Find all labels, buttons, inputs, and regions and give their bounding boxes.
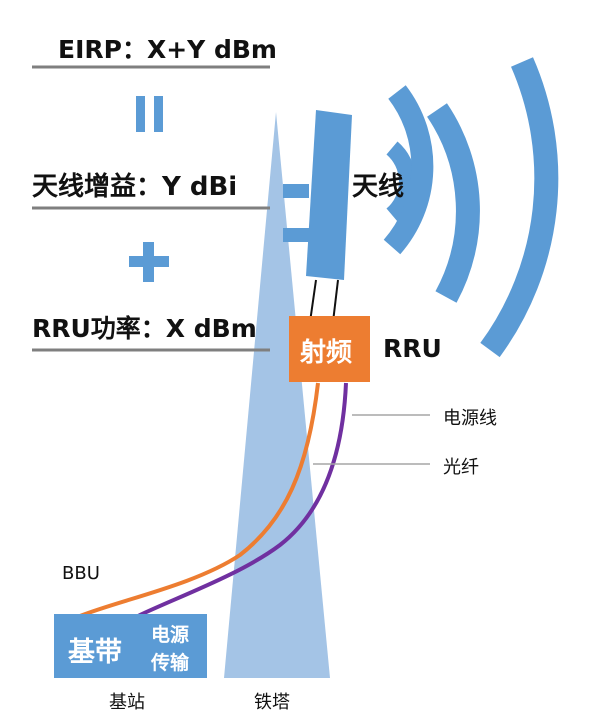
bbu-label: BBU [62,563,100,584]
baseband-box-main: 基带 [68,637,122,668]
rru-box [289,316,370,382]
power-cable-label: 电源线 [443,408,497,429]
rru-box-text: 射频 [300,338,353,368]
fiber-cable-label: 光纤 [443,457,479,478]
baseband-box-transmission: 传输 [151,652,190,674]
rru-label: RRU [383,334,442,363]
signal-waves-icon [383,57,559,358]
rru-power-formula: RRU功率：X dBm [32,314,257,343]
eirp-formula: EIRP：X+Y dBm [58,35,277,64]
plus-sign-icon [129,242,169,282]
tower-shape [224,112,330,678]
antenna-icon [283,110,352,280]
antenna-gain-formula: 天线增益：Y dBi [32,172,238,202]
baseband-box-power: 电源 [151,624,190,646]
baseband-box [54,614,207,678]
power-cable [79,382,320,618]
antenna-label: 天线 [352,172,405,202]
tower-label: 铁塔 [254,692,290,713]
fiber-cable [137,382,348,618]
equals-sign-icon [136,96,163,132]
jumper-cable-right [332,279,339,323]
base-station-label: 基站 [109,692,145,713]
jumper-cable-left [309,279,317,323]
